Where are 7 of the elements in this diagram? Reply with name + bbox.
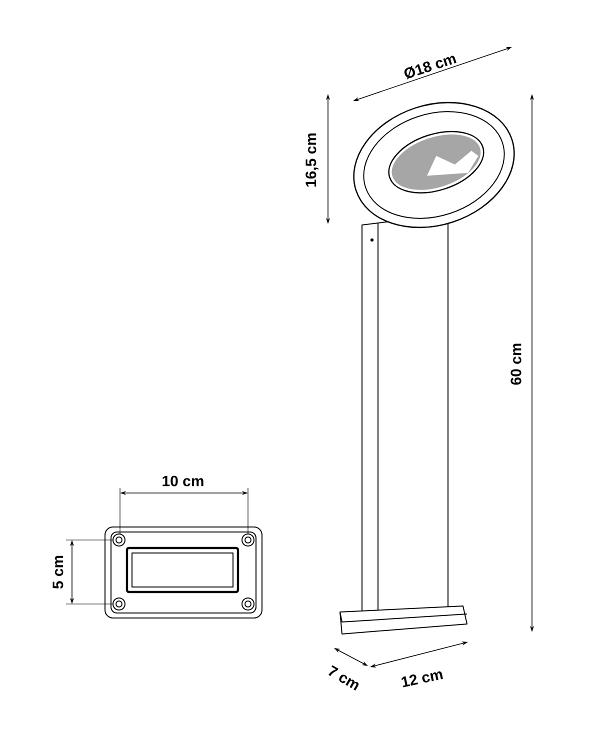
dimension-label: 7 cm bbox=[328, 665, 359, 690]
dimension-label: 10 cm bbox=[162, 476, 204, 486]
dimension-label: 60 cm bbox=[510, 344, 522, 385]
dimension-label: 16,5 cm bbox=[306, 133, 318, 187]
dimension-label: Ø18 cm bbox=[404, 56, 456, 80]
dimension-label: 12 cm bbox=[401, 671, 443, 688]
dimension-label: 5 cm bbox=[52, 556, 64, 589]
